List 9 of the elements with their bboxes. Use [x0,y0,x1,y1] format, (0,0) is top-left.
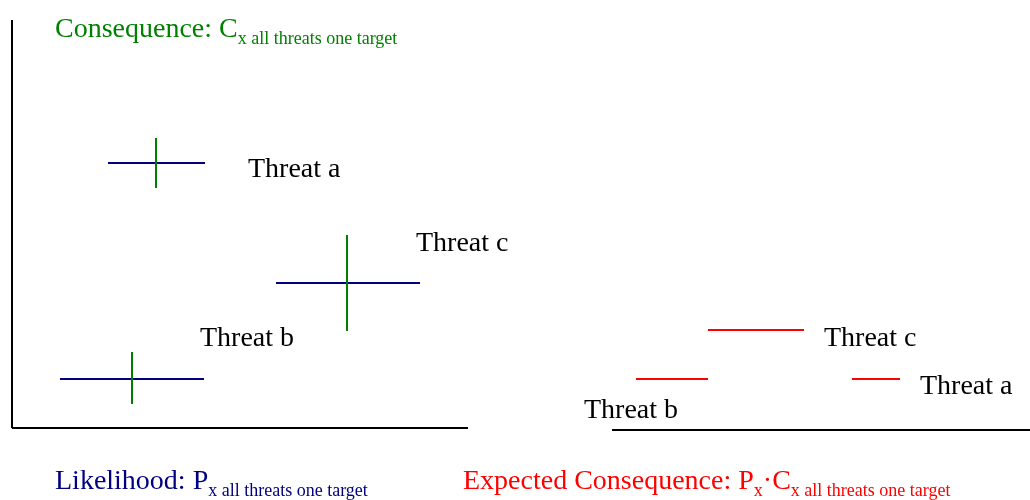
series-label: Threat a [248,152,341,184]
series-label: Threat c [416,226,509,258]
axis-title: Consequence: C$_{x all threats one target}$ [55,12,398,50]
series-label: Threat c [824,321,917,353]
series-label: Threat b [200,321,295,353]
series-label: Threat a [920,369,1013,401]
axis-title: Expected Consequence: P$_{x}$·C$_{x all threats one target}$ [463,464,951,500]
axis-title: Likelihood: P$_{x all threats one target}$ [55,464,368,500]
series-label: Threat b [584,393,679,425]
